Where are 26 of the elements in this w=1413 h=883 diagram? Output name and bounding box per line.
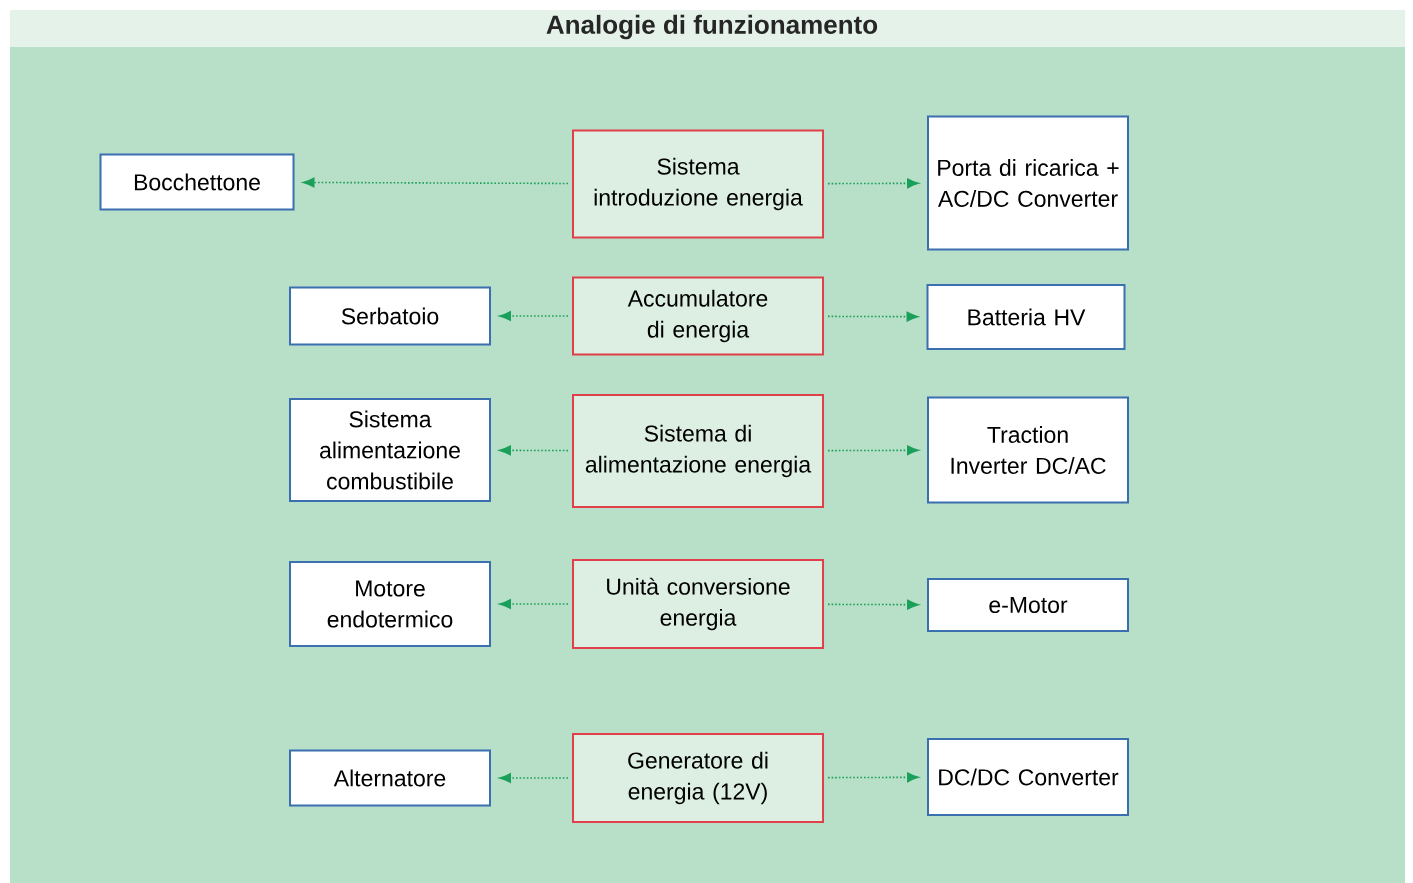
component-box: Traction Inverter DC/AC xyxy=(927,396,1129,504)
function-box: Sistema introduzione energia xyxy=(572,129,824,239)
component-box: Alternatore xyxy=(289,749,491,807)
arrow xyxy=(499,311,569,321)
function-box: Unità conversione energia xyxy=(572,559,824,649)
function-box: Accumulatore di energia xyxy=(572,276,824,356)
arrow xyxy=(302,177,569,188)
arrow xyxy=(499,773,569,783)
arrow xyxy=(827,772,919,783)
component-box: Serbatoio xyxy=(289,286,491,346)
arrow xyxy=(499,445,569,456)
function-box: Generatore di energia (12V) xyxy=(572,733,824,823)
component-box: Bocchettone xyxy=(99,153,295,211)
component-box: Motore endotermico xyxy=(289,561,491,647)
component-box: DC/DC Converter xyxy=(927,738,1129,816)
arrow xyxy=(827,599,919,610)
arrow xyxy=(827,178,919,189)
component-box: Sistema alimentazione combustibile xyxy=(289,398,491,502)
arrow xyxy=(827,445,919,456)
function-box: Sistema di alimentazione energia xyxy=(572,394,824,508)
arrow xyxy=(499,599,569,609)
component-box: Batteria HV xyxy=(926,284,1126,350)
arrow xyxy=(827,311,919,322)
title: Analogie di funzionamento xyxy=(546,14,878,40)
component-box: e-Motor xyxy=(927,578,1129,632)
component-box: Porta di ricarica + AC/DC Converter xyxy=(927,115,1129,251)
